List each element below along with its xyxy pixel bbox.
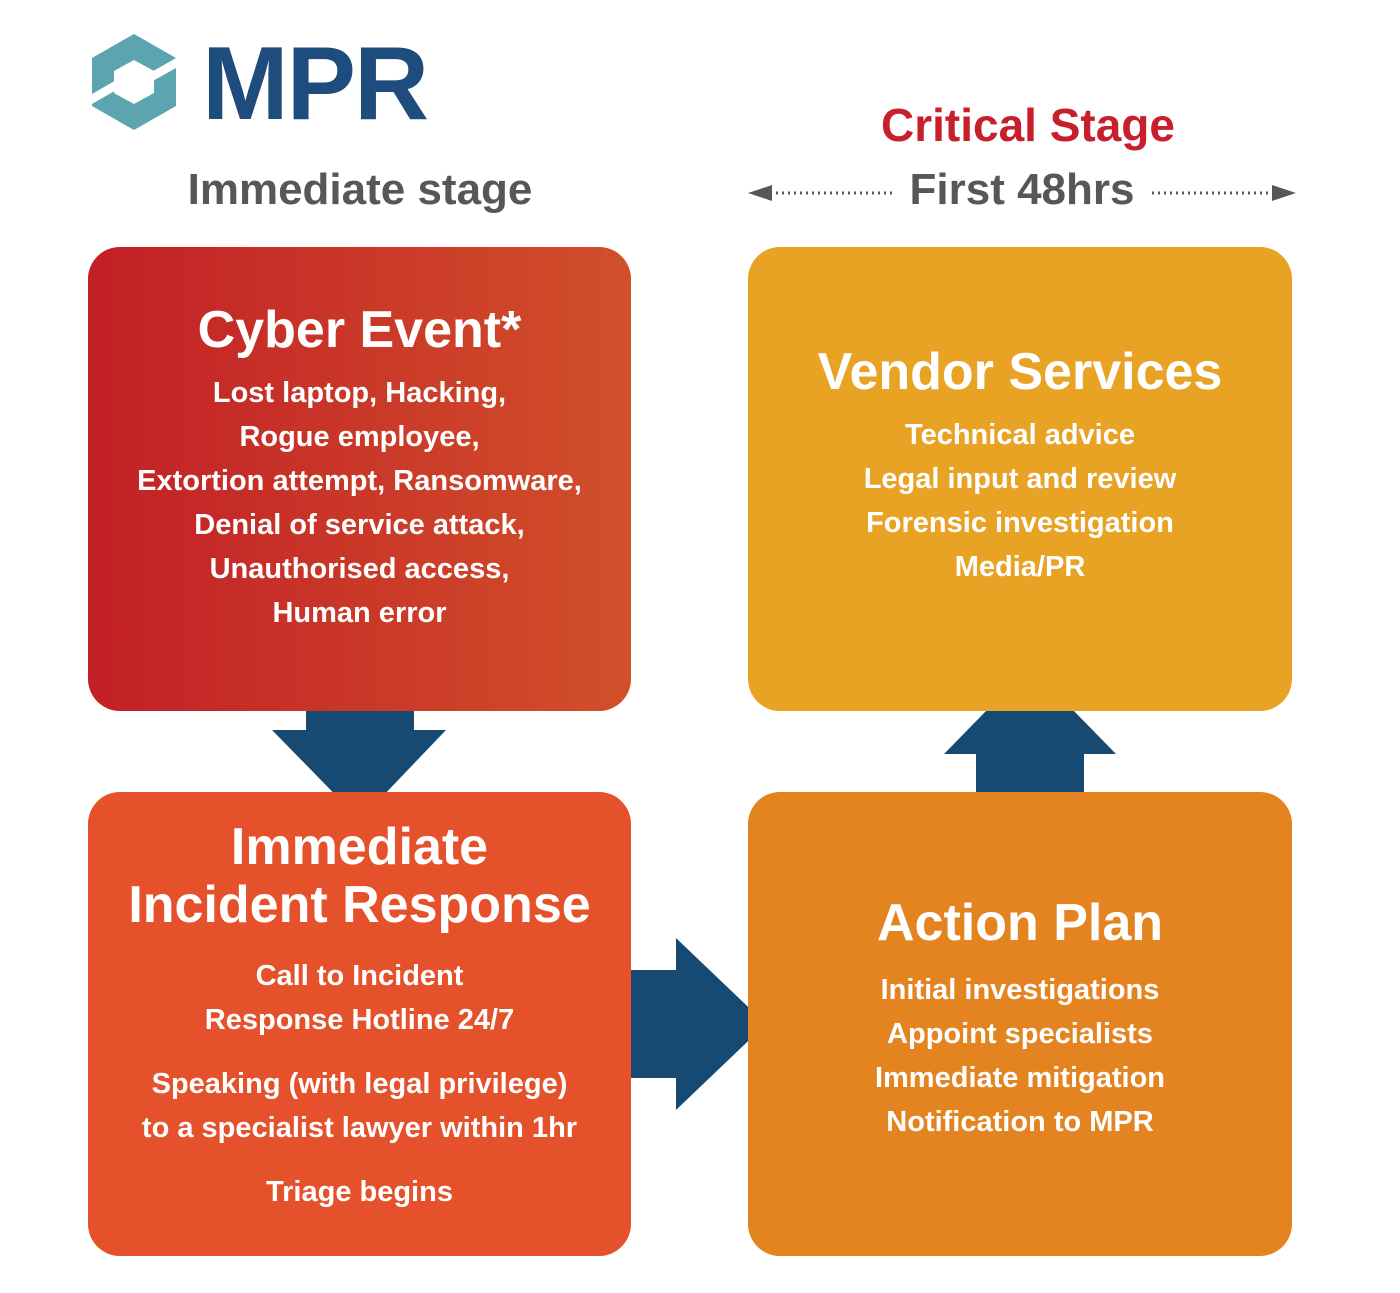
incident-title-line: Immediate <box>230 818 489 876</box>
cyber-event-line: Unauthorised access, <box>209 553 510 586</box>
immediate-stage-label: Immediate stage <box>187 165 533 214</box>
cyber-event-line: Rogue employee, <box>239 421 480 454</box>
cyber-event-line: Extortion attempt, Ransomware, <box>137 465 582 498</box>
timespan-double-arrow-icon <box>748 185 1296 201</box>
cyber-event-line: Denial of service attack, <box>194 509 525 542</box>
vendor-services-line: Media/PR <box>954 551 1086 584</box>
action-plan-title: Action Plan <box>876 894 1164 952</box>
incident-response-title: Immediate Incident Response <box>88 818 631 934</box>
incident-title-line: Incident Response <box>128 876 591 935</box>
action-plan-line: Appoint specialists <box>887 1018 1153 1051</box>
vendor-services-title: Vendor Services <box>817 343 1223 401</box>
action-plan-line: Immediate mitigation <box>874 1062 1166 1095</box>
incident-response-box: Immediate Incident Response Call to Inci… <box>88 792 631 1256</box>
down-arrow-icon <box>272 706 446 820</box>
incident-response-line: Response Hotline 24/7 <box>204 1004 515 1037</box>
incident-response-line: Triage begins <box>266 1176 453 1209</box>
cyber-event-title: Cyber Event* <box>197 301 522 359</box>
incident-response-line: to a specialist lawyer within 1hr <box>141 1112 578 1145</box>
action-plan-box: Action Plan Initial investigations Appoi… <box>748 792 1292 1256</box>
first-48hrs-label: First 48hrs <box>909 165 1135 214</box>
cyber-event-box: Cyber Event* Lost laptop, Hacking, Rogue… <box>88 247 631 711</box>
cyber-event-line: Lost laptop, Hacking, <box>212 377 507 410</box>
vendor-services-line: Forensic investigation <box>866 507 1174 540</box>
vendor-services-box: Vendor Services Technical advice Legal i… <box>748 247 1292 711</box>
action-plan-line: Initial investigations <box>880 974 1160 1007</box>
action-plan-line: Notification to MPR <box>886 1106 1154 1139</box>
incident-response-line: Call to Incident <box>255 960 464 993</box>
cyber-event-line: Human error <box>272 597 447 630</box>
mpr-logo-text: MPR <box>202 26 429 142</box>
vendor-services-line: Technical advice <box>905 419 1135 452</box>
vendor-services-line: Legal input and review <box>863 463 1177 496</box>
incident-response-line: Speaking (with legal privilege) <box>151 1068 568 1101</box>
right-arrow-icon <box>626 938 766 1110</box>
up-arrow-icon <box>944 666 1116 798</box>
critical-stage-label: Critical Stage <box>881 99 1175 151</box>
mpr-logo-mark <box>92 34 176 130</box>
